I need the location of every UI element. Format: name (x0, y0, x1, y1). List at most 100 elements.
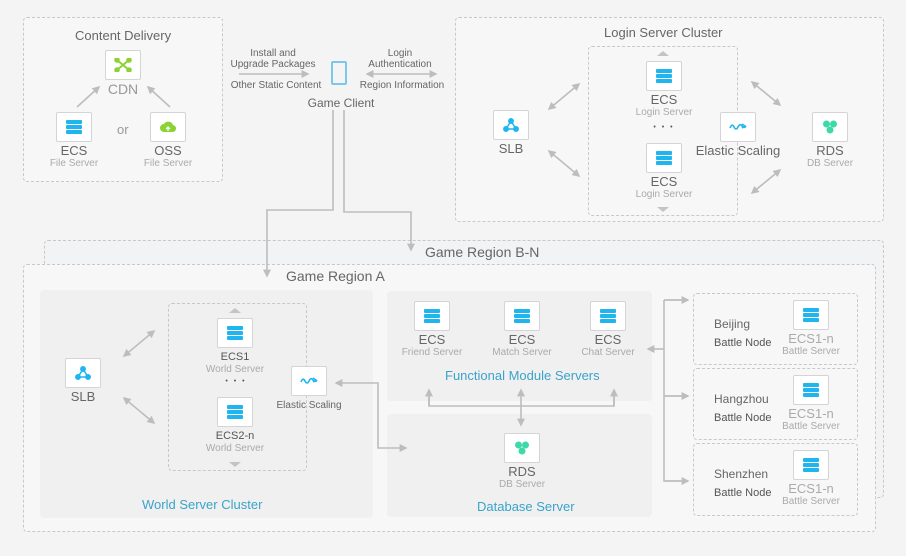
functional-title: Functional Module Servers (445, 368, 600, 383)
login-ecs-top[interactable]: ECS Login Server (624, 61, 704, 118)
or-label: or (117, 122, 129, 137)
db-rds-sub: DB Server (498, 479, 546, 490)
battle-node-label: Battle Node (714, 412, 772, 424)
functional-server-name: ECS (594, 332, 622, 347)
load-balancer-icon (493, 110, 529, 140)
battle-node-label: Battle Node (714, 337, 772, 349)
world-ecs1[interactable]: ECS1 World Server (195, 318, 275, 375)
login-auth-label: Login Authentication (368, 48, 432, 70)
world-ecs1-sub: World Server (205, 364, 265, 375)
login-elastic-scaling[interactable]: Elastic Scaling (696, 112, 780, 158)
login-scaling-label: Elastic Scaling (695, 143, 781, 158)
battle-node-label: Battle Node (714, 487, 772, 499)
content-delivery-title: Content Delivery (75, 28, 172, 43)
elastic-scaling-icon (291, 366, 327, 396)
install-upgrade-label: Install and Upgrade Packages (230, 48, 316, 70)
oss-sub: File Server (143, 158, 193, 169)
world-server-cluster (40, 290, 373, 518)
world-scaling-label: Elastic Scaling (276, 400, 342, 411)
battle-city: Beijing (714, 317, 751, 331)
oss-file-server[interactable]: OSS File Server (128, 112, 208, 169)
load-balancer-icon (65, 358, 101, 388)
functional-server-sub: Match Server (492, 347, 552, 358)
region-info-label: Region Information (359, 80, 445, 91)
login-rds[interactable]: RDS DB Server (790, 112, 870, 169)
battle-server-sub: Battle Server (782, 421, 840, 432)
db-rds[interactable]: RDS DB Server (482, 433, 562, 490)
battle-server-sub: Battle Server (782, 346, 840, 357)
server-icon (646, 143, 682, 173)
server-icon (793, 450, 829, 480)
functional-server-sub: Chat Server (581, 347, 635, 358)
server-icon (793, 300, 829, 330)
world-slb[interactable]: SLB (43, 358, 123, 404)
server-icon (217, 318, 253, 348)
login-slb[interactable]: SLB (471, 110, 551, 156)
login-rds-sub: DB Server (806, 158, 854, 169)
cdn-icon (105, 50, 141, 80)
server-icon (56, 112, 92, 142)
battle-city: Hangzhou (714, 392, 769, 406)
login-cluster-title: Login Server Cluster (604, 25, 723, 40)
functional-server-name: ECS (418, 332, 446, 347)
database-server-panel (387, 414, 652, 517)
battle-server-name: ECS1-n (788, 406, 834, 421)
world-cluster-title: World Server Cluster (142, 497, 263, 512)
login-ecs-top-label: ECS (650, 92, 678, 107)
login-ecs-top-sub: Login Server (635, 107, 693, 118)
tablet-icon[interactable] (331, 61, 347, 85)
world-ellipsis: • • • (225, 378, 247, 385)
database-icon (504, 433, 540, 463)
functional-server-sub: Friend Server (401, 347, 463, 358)
battle-server-name: ECS1-n (788, 481, 834, 496)
server-icon (793, 375, 829, 405)
game-region-b-n-title: Game Region B-N (425, 244, 540, 260)
cdn-label: CDN (107, 81, 139, 97)
database-icon (812, 112, 848, 142)
login-ecs-bottom-sub: Login Server (635, 189, 693, 200)
other-static-label: Other Static Content (230, 80, 322, 91)
elastic-scaling-icon (720, 112, 756, 142)
login-ecs-bottom-label: ECS (650, 174, 678, 189)
battle-city: Shenzhen (714, 467, 769, 481)
game-region-a-title: Game Region A (286, 268, 385, 284)
login-ecs-bottom[interactable]: ECS Login Server (624, 143, 704, 200)
server-icon (504, 301, 540, 331)
server-icon (217, 397, 253, 427)
server-icon (414, 301, 450, 331)
ecs-label: ECS (60, 143, 88, 158)
battle-server-name: ECS1-n (788, 331, 834, 346)
content-delivery-group (23, 17, 223, 182)
world-ecs1-label: ECS1 (220, 351, 250, 363)
world-ecs2-label: ECS2-n (215, 430, 255, 442)
cloud-upload-icon (150, 112, 186, 142)
functional-server-name: ECS (508, 332, 536, 347)
world-elastic-scaling[interactable]: Elastic Scaling (269, 366, 349, 412)
server-icon (646, 61, 682, 91)
login-slb-label: SLB (498, 141, 524, 156)
oss-label: OSS (154, 143, 182, 158)
login-ellipsis: • • • (653, 124, 675, 131)
world-ecs2-sub: World Server (205, 443, 265, 454)
server-icon (590, 301, 626, 331)
cdn-node[interactable]: CDN (83, 50, 163, 96)
game-client-label: Game Client (307, 96, 375, 110)
world-ecs2[interactable]: ECS2-n World Server (195, 397, 275, 454)
login-rds-label: RDS (816, 143, 844, 158)
db-rds-label: RDS (508, 464, 536, 479)
battle-server-sub: Battle Server (782, 496, 840, 507)
database-title: Database Server (477, 499, 575, 514)
client-to-region-bn (343, 110, 415, 252)
ecs-file-server[interactable]: ECS File Server (34, 112, 114, 169)
world-slb-label: SLB (70, 389, 96, 404)
ecs-sub: File Server (49, 158, 99, 169)
